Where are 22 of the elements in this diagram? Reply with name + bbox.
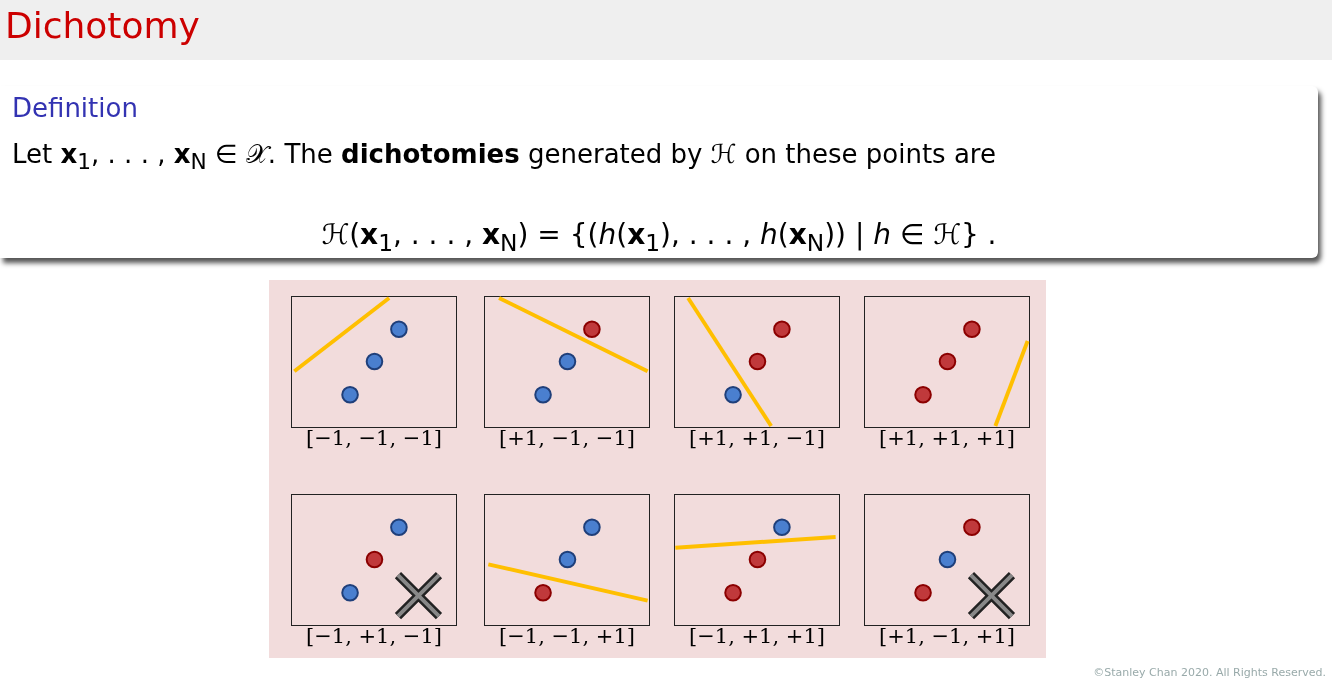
plot-panel xyxy=(291,494,457,626)
definition-box xyxy=(0,86,1318,258)
panel-caption: [+1, −1, −1] xyxy=(498,425,636,452)
slide-title: Dichotomy xyxy=(5,4,200,48)
plot-panel xyxy=(864,494,1030,626)
panel-caption: [−1, −1, +1] xyxy=(498,623,636,650)
panel-caption: [−1, +1, −1] xyxy=(305,623,443,650)
formula: ℋ(x$_{1}$, . . . , x$_{N}$) = {(h(x$_{1}$), . . . , h(x$_{N}$)) | h ∈ ℋ} . xyxy=(321,217,997,259)
definition-text: Let x$_{1}$, . . . , x$_{N}$ ∈ 𝒳. The dichotomies generated by ℋ on these points are xyxy=(12,138,996,177)
plot-panel xyxy=(291,296,457,428)
plot-panel xyxy=(674,296,840,428)
panel-caption: [−1, +1, +1] xyxy=(688,623,826,650)
plot-panel xyxy=(484,296,650,428)
plot-panel xyxy=(674,494,840,626)
plot-panel xyxy=(484,494,650,626)
plot-panel xyxy=(864,296,1030,428)
panel-caption: [+1, +1, −1] xyxy=(688,425,826,452)
panel-caption: [−1, −1, −1] xyxy=(305,425,443,452)
panel-caption: [+1, +1, +1] xyxy=(878,425,1016,452)
panel-caption: [+1, −1, +1] xyxy=(878,623,1016,650)
definition-heading: Definition xyxy=(12,92,138,125)
copyright-note: ©Stanley Chan 2020. All Rights Reserved. xyxy=(1093,666,1326,679)
